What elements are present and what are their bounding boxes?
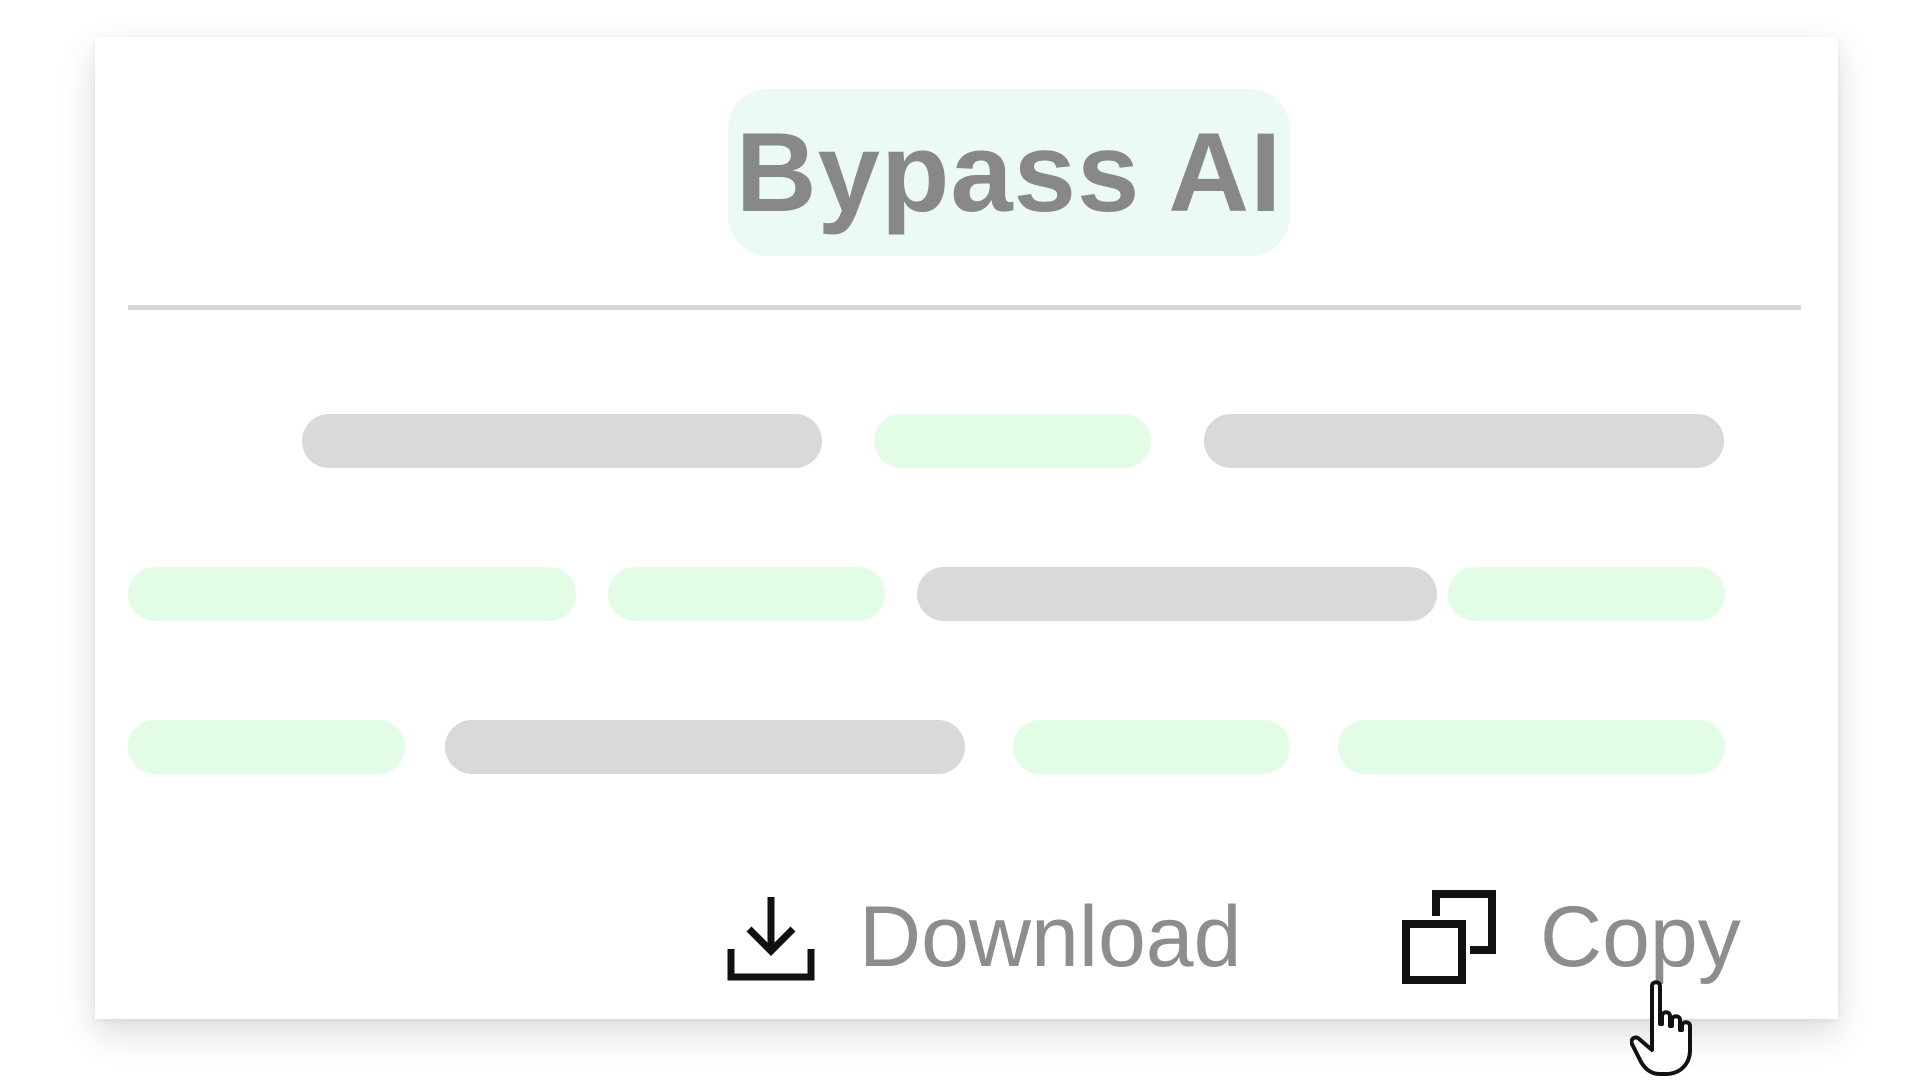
text-line-placeholder [302, 414, 822, 468]
card-title: Bypass AI [735, 109, 1283, 235]
copy-label: Copy [1540, 889, 1741, 985]
text-line-placeholder [1448, 567, 1725, 621]
hand-pointer-icon [1629, 978, 1722, 1078]
bypass-ai-card: Bypass AI [95, 37, 1838, 1019]
text-line-placeholder [1204, 414, 1724, 468]
download-label: Download [859, 889, 1242, 985]
download-icon [725, 891, 817, 983]
text-line-placeholder [1013, 720, 1290, 774]
text-line-placeholder [874, 414, 1151, 468]
text-line-placeholder [608, 567, 885, 621]
title-divider [128, 305, 1801, 310]
text-line-placeholder [445, 720, 965, 774]
text-line-placeholder [1338, 720, 1725, 774]
copy-icon [1400, 888, 1498, 986]
download-button[interactable]: Download [725, 882, 1241, 992]
text-line-placeholder [128, 720, 405, 774]
text-line-placeholder [917, 567, 1437, 621]
title-badge: Bypass AI [728, 89, 1290, 256]
text-line-placeholder [128, 567, 576, 621]
copy-button[interactable]: Copy [1400, 882, 1741, 992]
